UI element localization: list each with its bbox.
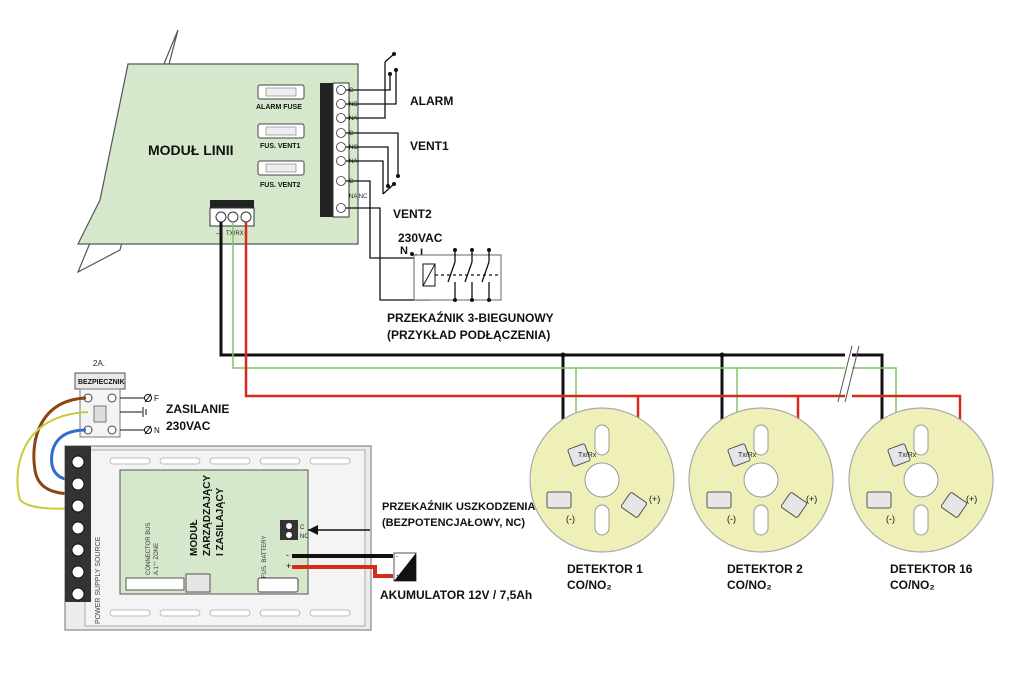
fault-relay-arrow	[308, 525, 370, 535]
battery-label: AKUMULATOR 12V / 7,5Ah	[380, 588, 532, 602]
psu-minus: -	[286, 550, 289, 560]
detector-1-gas: CO/NO₂	[567, 578, 612, 592]
alarm-label: ALARM	[410, 94, 453, 108]
detector-1: Tx/Rx (-) (+) DETEKTOR 1 CO/NO₂	[529, 407, 675, 592]
bus-term-minus: —	[216, 231, 222, 237]
relay-term-label-5: NC	[349, 145, 358, 151]
alarm-fuse: ALARM FUSE	[256, 84, 305, 111]
mains-terminal-f: F	[154, 394, 159, 403]
detector-1-minus: (-)	[566, 514, 575, 524]
detector-16-minus: (-)	[886, 514, 895, 524]
mains-label-1: ZASILANIE	[166, 402, 229, 416]
detector-16-plus: (+)	[966, 494, 977, 504]
relay-term-label-8: NA NC	[349, 194, 368, 200]
mains-fuse-rating: 2A.	[93, 359, 105, 368]
vent2-label: VENT2	[393, 207, 432, 221]
relay-term-label-6: NA	[349, 159, 357, 165]
detector-2-title: DETEKTOR 2	[727, 562, 803, 576]
psu-module-line3: I ZASILAJĄCY	[215, 487, 226, 556]
fault-relay-line1: PRZEKAŹNIK USZKODZENIA	[382, 500, 535, 513]
detector-2: Tx/Rx (-) (+) DETEKTOR 2 CO/NO₂	[688, 407, 834, 592]
line-module-board	[77, 63, 359, 245]
psu-side-label: POWER SUPPLY SOURCE	[95, 536, 102, 624]
relay-voltage: 230VAC	[398, 231, 443, 245]
battery-minus-mark: -	[396, 554, 398, 560]
mains-fuse-label: BEZPIECZNIK	[78, 379, 125, 386]
detector-2-txrx: Tx/Rx	[738, 452, 757, 459]
psu-module-line2: ZARZĄDZAJĄCY	[202, 475, 213, 556]
power-supply: POWER SUPPLY SOURCE CONNECTOR BUS A.1°° …	[64, 445, 372, 631]
relay-l: L	[420, 247, 427, 259]
detector-1-plus: (+)	[649, 494, 660, 504]
psu-plus: +	[286, 561, 291, 571]
detector-2-minus: (-)	[727, 514, 736, 524]
relay-term-label-3: NA	[349, 116, 357, 122]
detector-16-txrx: Tx/Rx	[898, 452, 917, 459]
relay-terminal-block: C NC NA C NC NA C NA NC	[320, 82, 368, 218]
psu-nc: NC	[300, 534, 309, 540]
line-module: MODUŁ LINII ALARM FUSE FUS. VENT1 FUS. V…	[76, 29, 368, 274]
psu-connector-sub: A.1°° ZONE	[154, 543, 160, 575]
relay-term-label-1: C	[349, 88, 354, 94]
psu-connector-label: CONNECTOR BUS	[146, 522, 152, 575]
mains-terminal-n: N	[154, 426, 160, 435]
battery-symbol: - +	[393, 552, 417, 582]
fault-relay-line2: (BEZPOTENCJAŁOWY, NC)	[382, 517, 525, 529]
vent1-fuse-label: FUS. VENT1	[260, 143, 301, 150]
detector-16: Tx/Rx (-) (+) DETEKTOR 16 CO/NO₂	[848, 407, 994, 592]
three-pole-relay: 230VAC N L PRZEKAŹNIK 3-BIEGUNOWY (PRZYK…	[378, 231, 554, 342]
battery-wires	[292, 554, 393, 578]
relay-term-label-4: C	[349, 131, 354, 137]
mains-label-2: 230VAC	[166, 419, 211, 433]
vent1-label: VENT1	[410, 139, 449, 153]
battery-plus-mark: +	[396, 574, 400, 580]
relay-term-label-7: C	[349, 179, 354, 185]
detector-1-txrx: Tx/Rx	[578, 452, 597, 459]
bus-term-txrx: TX/RX	[226, 231, 244, 237]
psu-c: C	[300, 525, 305, 531]
detector-1-title: DETEKTOR 1	[567, 562, 643, 576]
relay-n: N	[400, 245, 408, 257]
relay-title-1: PRZEKAŹNIK 3-BIEGUNOWY	[387, 310, 554, 325]
vent2-fuse: FUS. VENT2	[257, 160, 305, 189]
detector-2-plus: (+)	[806, 494, 817, 504]
psu-battery-fuse: FUS. BATTERY	[262, 536, 268, 578]
detector-16-gas: CO/NO₂	[890, 578, 935, 592]
relay-title-2: (PRZYKŁAD PODŁĄCZENIA)	[387, 328, 550, 342]
vent2-fuse-label: FUS. VENT2	[260, 182, 301, 189]
detector-16-title: DETEKTOR 16	[890, 562, 973, 576]
alarm-fuse-label: ALARM FUSE	[256, 104, 302, 111]
line-module-title: MODUŁ LINII	[148, 142, 234, 158]
vent1-fuse: FUS. VENT1	[257, 123, 305, 150]
relay-term-label-2: NC	[349, 102, 358, 108]
bus-terminal: — TX/RX +	[209, 200, 255, 237]
detector-2-gas: CO/NO₂	[727, 578, 772, 592]
psu-module-line1: MODUŁ	[189, 519, 200, 556]
